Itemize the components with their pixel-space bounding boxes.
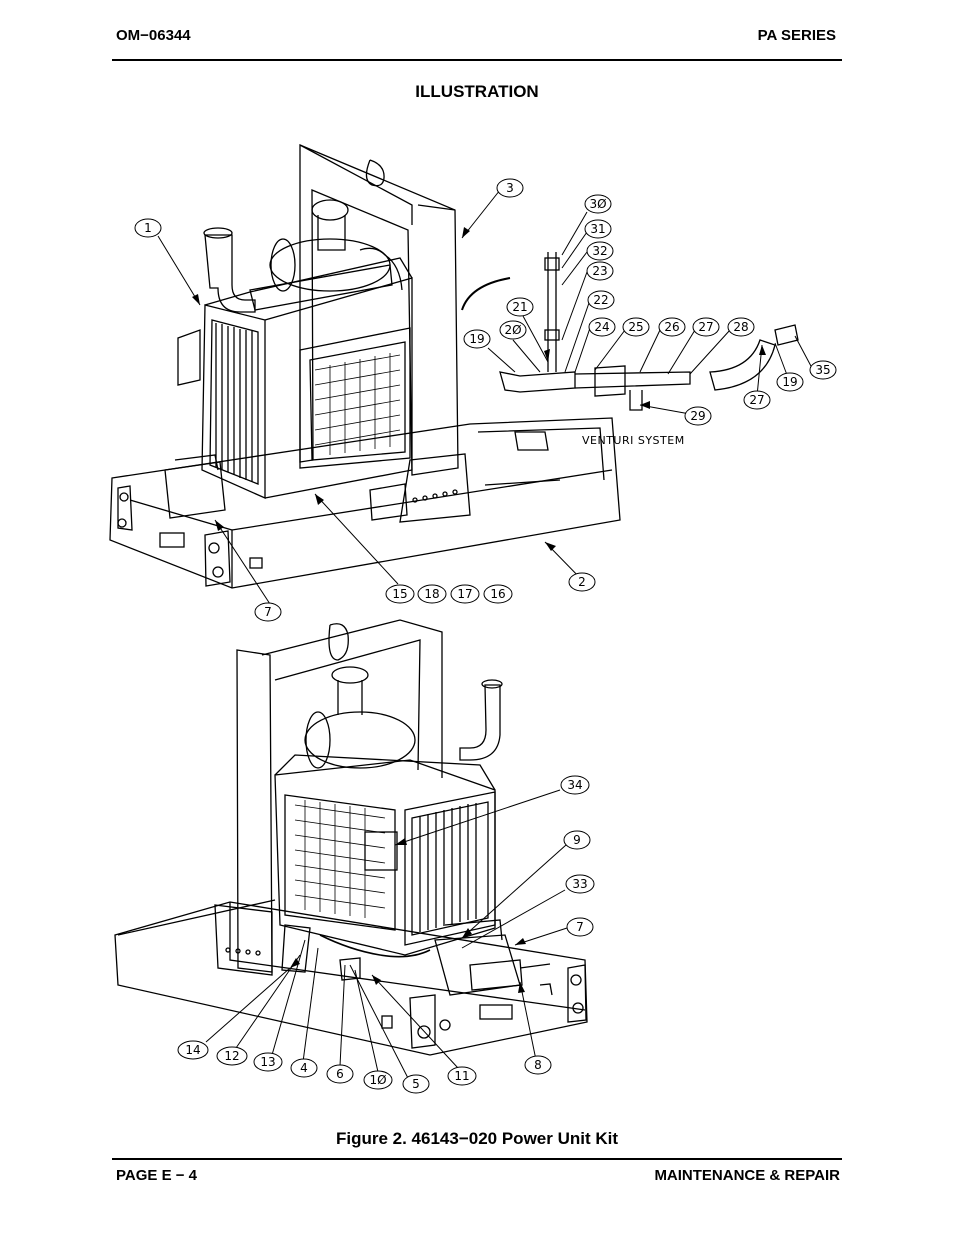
callout-22: 22 [593, 293, 608, 307]
callout-24: 24 [594, 320, 609, 334]
series-name: PA SERIES [757, 27, 836, 44]
leader-arrowheads [192, 227, 766, 993]
callout-19: 19 [782, 375, 797, 389]
callout-23: 23 [592, 264, 607, 278]
callout-13: 13 [260, 1055, 275, 1069]
footer-section-name: MAINTENANCE & REPAIR [654, 1167, 840, 1184]
callout-21: 21 [512, 300, 527, 314]
document-number: OM−06344 [116, 27, 191, 44]
callout-9: 9 [573, 833, 581, 847]
callout-3: 3 [506, 181, 514, 195]
callout-15: 15 [392, 587, 407, 601]
callout-2: 2 [578, 575, 586, 589]
venturi-system-drawing [499, 252, 799, 411]
callout-balloons: 1 3 2 7 15 18 17 16 3Ø 31 32 23 22 21 2Ø… [134, 178, 837, 1094]
callout-7: 7 [576, 920, 584, 934]
callout-17: 17 [457, 587, 472, 601]
callout-5: 5 [412, 1077, 420, 1091]
callout-26: 26 [664, 320, 679, 334]
callout-10: 1Ø [369, 1073, 386, 1087]
venturi-system-label: VENTURI SYSTEM [582, 434, 685, 447]
callout-16: 16 [490, 587, 505, 601]
top-assembly-drawing [109, 144, 621, 589]
callout-18: 18 [424, 587, 439, 601]
callout-4: 4 [300, 1061, 308, 1075]
callout-27: 27 [749, 393, 764, 407]
callout-35: 35 [815, 363, 830, 377]
callout-11: 11 [454, 1069, 469, 1083]
callout-27: 27 [698, 320, 713, 334]
callout-32: 32 [592, 244, 607, 258]
callout-33: 33 [572, 877, 587, 891]
footer-rule [112, 1158, 842, 1160]
figure-caption: Figure 2. 46143−020 Power Unit Kit [335, 1129, 619, 1148]
callout-28: 28 [733, 320, 748, 334]
callout-30: 3Ø [589, 197, 606, 211]
callout-34: 34 [567, 778, 582, 792]
callout-29: 29 [690, 409, 705, 423]
bottom-assembly-drawing [114, 619, 588, 1056]
callout-14: 14 [185, 1043, 200, 1057]
callout-20: 2Ø [504, 323, 521, 337]
callout-12: 12 [224, 1049, 239, 1063]
section-title: ILLUSTRATION [415, 82, 539, 101]
callout-6: 6 [336, 1067, 344, 1081]
header-rule [112, 59, 842, 61]
callout-31: 31 [590, 222, 605, 236]
callout-7: 7 [264, 605, 272, 619]
callout-25: 25 [628, 320, 643, 334]
callout-8: 8 [534, 1058, 542, 1072]
callout-19: 19 [469, 332, 484, 346]
page-number: PAGE E − 4 [116, 1167, 198, 1184]
callout-1: 1 [144, 221, 152, 235]
